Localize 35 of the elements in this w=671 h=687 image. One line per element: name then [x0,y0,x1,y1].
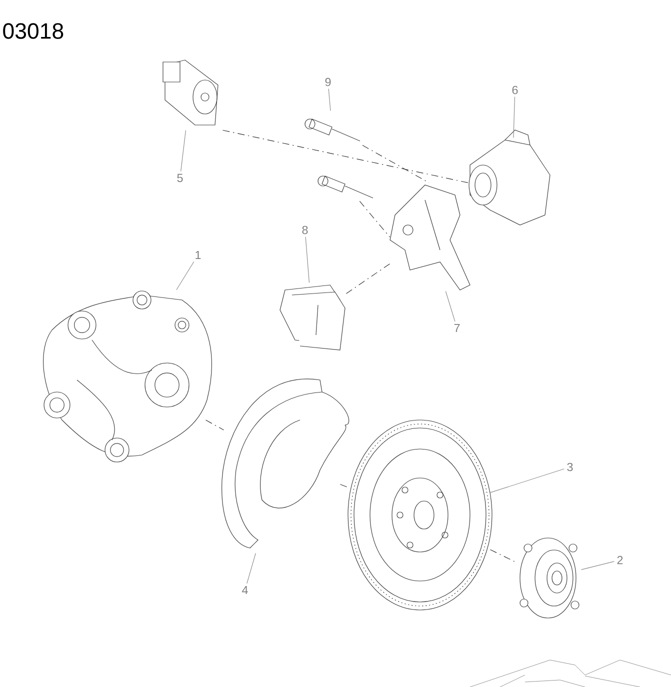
leader-line [580,561,614,570]
guide-bolt-drawing [318,176,374,198]
assembly-line [346,264,390,294]
brake-pads-drawing [280,284,346,350]
leader-line [513,96,516,138]
callout-number: 2 [617,556,623,564]
assembly-line [490,549,516,562]
leader-line [176,261,194,290]
actuator-motor-drawing [162,60,218,126]
leader-line [445,290,456,322]
leader-line [490,468,564,493]
callout-number: 7 [454,324,460,332]
callout-number: 4 [242,586,248,594]
title: 03018 [3,23,64,39]
assembly-line [205,420,224,430]
leader-line [246,552,256,584]
leader-line [305,236,310,284]
caliper-carrier-drawing [390,184,470,290]
callout-number: 9 [325,78,331,86]
assembly-line [222,130,470,184]
brake-caliper-drawing [468,130,550,226]
callout-number: 8 [302,226,308,234]
assembly-line [362,144,430,184]
callout-number: 6 [512,86,518,94]
dust-shield-drawing [222,378,350,548]
assembly-line [359,200,390,238]
brake-disc-drawing [348,420,492,610]
callout-number: 5 [177,174,183,182]
wheel-hub-drawing [520,538,580,618]
leader-line [180,130,186,172]
callout-number: 1 [196,250,201,260]
leader-line [328,88,331,112]
steering-knuckle-drawing [43,290,212,462]
callout-number: 3 [567,462,573,472]
guide-bolt-drawing [304,118,360,142]
